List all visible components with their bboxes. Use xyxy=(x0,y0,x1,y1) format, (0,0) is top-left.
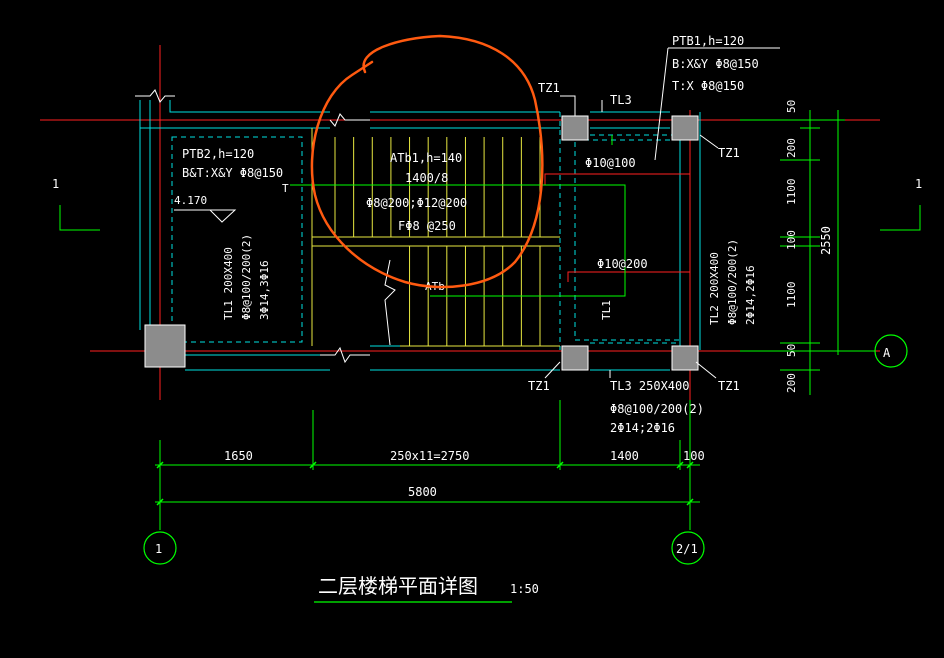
atb1-label: ATb1,h=140 1400/8 Φ8@200;Φ12@200 FΦ8 @25… xyxy=(366,151,467,233)
dim-total-5800: 5800 xyxy=(408,485,437,499)
tz1-label-top-left: TZ1 xyxy=(538,81,560,95)
atb1-line-3: Φ8@200;Φ12@200 xyxy=(366,196,467,210)
tl2-line-2: Φ8@100/200(2) xyxy=(726,239,739,325)
ptb1-line-3: T:X Φ8@150 xyxy=(672,79,744,93)
elevation-label: 4.170 xyxy=(174,194,207,207)
rebar-label-phi10-200: Φ10@200 xyxy=(597,257,648,271)
tl3-line-2: Φ8@100/200(2) xyxy=(610,402,704,416)
tl3-label: TL3 250X400 Φ8@100/200(2) 2Φ14;2Φ16 xyxy=(610,379,704,435)
tl2-line-3: 2Φ14,2Φ16 xyxy=(744,265,757,325)
rebar-label-phi10-100: Φ10@100 xyxy=(585,156,636,170)
dim-right-50-bottom: 50 xyxy=(785,344,798,357)
axis-label-2-1: 2/1 xyxy=(676,542,698,556)
tl2-label: TL2 200X400 Φ8@100/200(2) 2Φ14,2Φ16 xyxy=(708,239,757,325)
atb1-line-4: FΦ8 @250 xyxy=(398,219,456,233)
tl2-line-1: TL2 200X400 xyxy=(708,252,721,325)
dim-right-total: 2550 xyxy=(819,226,833,255)
column-tz1-bottom-right xyxy=(671,345,699,371)
axis-bubbles xyxy=(143,334,908,565)
tz1-label-bottom-left: TZ1 xyxy=(528,379,550,393)
markup-circle xyxy=(310,34,544,289)
dimension-lines xyxy=(155,110,875,530)
tl3-label-top: TL3 xyxy=(610,93,632,107)
column-tz1-bottom-left xyxy=(561,345,589,371)
ptb2-line-2: B&T:X&Y Φ8@150 xyxy=(182,166,283,180)
section-label-left: 1 xyxy=(52,177,59,191)
tl3-line-3: 2Φ14;2Φ16 xyxy=(610,421,675,435)
dim-right-200-bottom: 200 xyxy=(785,373,798,393)
drawing-scale: 1:50 xyxy=(510,582,539,596)
dim-1650: 1650 xyxy=(224,449,253,463)
atb1-line-1: ATb1,h=140 xyxy=(390,151,462,165)
t-mark: T xyxy=(282,182,289,195)
hidden-lines xyxy=(171,112,681,350)
ptb1-label: PTB1,h=120 B:X&Y Φ8@150 T:X Φ8@150 xyxy=(672,34,759,93)
ptb1-line-1: PTB1,h=120 xyxy=(672,34,744,48)
section-label-right: 1 xyxy=(915,177,922,191)
dim-right-100: 100 xyxy=(785,230,798,250)
ptb1-line-2: B:X&Y Φ8@150 xyxy=(672,57,759,71)
axis-label-1: 1 xyxy=(155,542,162,556)
dim-right-1100-bottom: 1100 xyxy=(785,282,798,309)
tl3-line-1: TL3 250X400 xyxy=(610,379,689,393)
column-left xyxy=(144,324,186,368)
tl1-line-1: TL1 200X400 xyxy=(222,247,235,320)
right-dimensions: 50 200 1100 100 1100 50 200 2550 xyxy=(785,100,833,393)
tl1-label: TL1 200X400 Φ8@100/200(2) 3Φ14,3Φ16 xyxy=(222,234,271,320)
ptb2-label: PTB2,h=120 B&T:X&Y Φ8@150 xyxy=(182,147,283,180)
drawing-title: 二层楼梯平面详图 xyxy=(318,574,478,598)
dim-100: 100 xyxy=(683,449,705,463)
axis-label-a: A xyxy=(883,346,891,360)
ptb2-line-1: PTB2,h=120 xyxy=(182,147,254,161)
atb1-line-2: 1400/8 xyxy=(405,171,448,185)
tl1-small-text: TL1 xyxy=(600,300,613,320)
rebar-lines xyxy=(544,173,691,282)
leader-lines xyxy=(174,47,780,379)
dim-stair-run: 250x11=2750 xyxy=(390,449,469,463)
tl1-small-label: TL1 xyxy=(600,300,613,320)
dim-right-200-top: 200 xyxy=(785,138,798,158)
dim-right-1100-top: 1100 xyxy=(785,179,798,206)
dim-1400: 1400 xyxy=(610,449,639,463)
dimension-ticks xyxy=(156,461,694,506)
tz1-label-top-right: TZ1 xyxy=(718,146,740,160)
stair-flight xyxy=(312,137,560,347)
dim-right-50-top: 50 xyxy=(785,100,798,113)
tl1-line-2: Φ8@100/200(2) xyxy=(240,234,253,320)
section-marks xyxy=(59,205,921,231)
column-tz1-top-left xyxy=(561,115,589,141)
column-tz1-top-right xyxy=(671,115,699,141)
tl1-line-3: 3Φ14,3Φ16 xyxy=(258,260,271,320)
tz1-label-bottom-right: TZ1 xyxy=(718,379,740,393)
break-marks xyxy=(135,89,396,364)
green-rebar xyxy=(290,135,626,297)
columns xyxy=(144,115,699,371)
